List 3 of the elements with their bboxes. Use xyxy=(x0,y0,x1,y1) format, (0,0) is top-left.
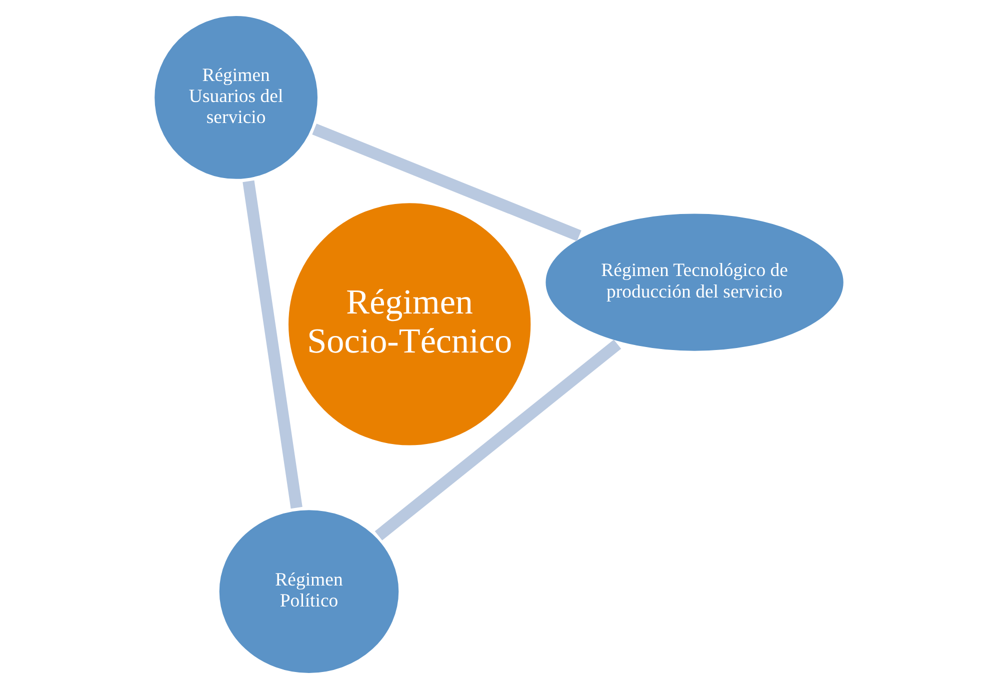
connector xyxy=(242,180,302,509)
connector xyxy=(374,340,621,540)
connector xyxy=(312,124,581,242)
